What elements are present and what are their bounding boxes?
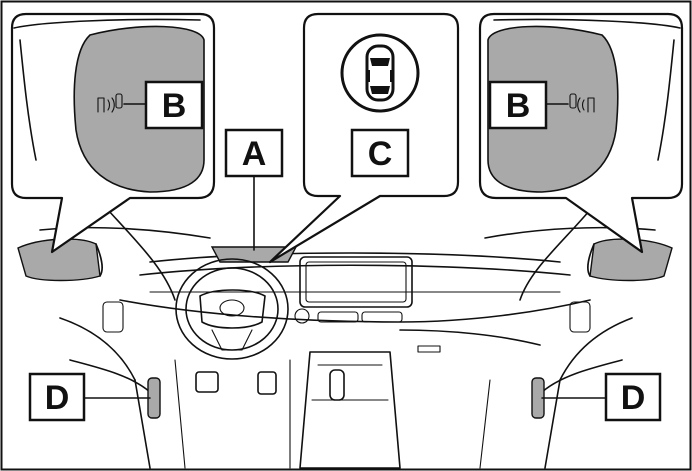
glovebox-line bbox=[399, 329, 541, 346]
label-a: A bbox=[242, 135, 267, 173]
center-callout: C bbox=[268, 12, 460, 264]
left-door-panel bbox=[69, 359, 151, 393]
label-b-right-box bbox=[488, 80, 548, 130]
left-exterior-mirror bbox=[17, 238, 101, 282]
label-d-right-box bbox=[604, 372, 662, 422]
passenger-footwell-line bbox=[479, 379, 491, 469]
left-a-pillar bbox=[107, 209, 176, 301]
right-mirror-top-edge bbox=[493, 18, 681, 29]
right-mirror-glass bbox=[487, 25, 619, 193]
label-d-left-box bbox=[28, 372, 86, 422]
right-door-panel bbox=[541, 359, 623, 393]
right-exterior-mirror bbox=[589, 238, 673, 282]
left-door-edge bbox=[134, 379, 151, 469]
right-bsm-indicator-icon bbox=[569, 93, 595, 113]
dashboard-top bbox=[149, 252, 561, 263]
brake-pedal bbox=[195, 371, 219, 393]
car-top-view-icon bbox=[340, 33, 420, 113]
right-side-vent bbox=[569, 301, 591, 333]
left-bsm-indicator-icon bbox=[97, 93, 123, 113]
label-a-box bbox=[224, 128, 284, 178]
left-side-vent bbox=[102, 301, 124, 333]
center-vent-right bbox=[361, 311, 403, 323]
label-b-right: B bbox=[506, 87, 531, 125]
label-d-right: D bbox=[621, 379, 646, 417]
left-mirror-callout: B bbox=[10, 12, 216, 254]
left-mirror-top-edge bbox=[13, 18, 201, 29]
label-d-left: D bbox=[45, 379, 70, 417]
callout-d-right: D bbox=[541, 372, 662, 422]
volume-knob bbox=[294, 308, 310, 324]
steering-wheel-rim bbox=[175, 258, 289, 360]
left-mirror-side-edge bbox=[19, 39, 37, 161]
right-mirror-housing bbox=[587, 243, 595, 277]
left-door-line bbox=[59, 317, 136, 381]
footwell-left-line bbox=[174, 359, 186, 469]
steering-wheel-hub bbox=[199, 289, 266, 329]
right-a-pillar bbox=[519, 209, 591, 301]
center-console bbox=[299, 351, 401, 469]
callout-a: A bbox=[224, 128, 284, 251]
label-c: C bbox=[368, 135, 393, 173]
callout-d-left: D bbox=[28, 372, 151, 422]
center-vent-left bbox=[317, 311, 359, 323]
left-mirror-housing bbox=[95, 243, 103, 277]
label-c-box bbox=[350, 128, 410, 178]
steering-emblem bbox=[219, 299, 245, 317]
label-b-left: B bbox=[162, 87, 187, 125]
glovebox-handle bbox=[417, 345, 441, 353]
right-mirror-callout: B bbox=[478, 12, 684, 254]
right-door-edge bbox=[544, 379, 561, 469]
center-display-screen bbox=[305, 261, 407, 303]
center-display bbox=[299, 256, 413, 308]
accelerator-pedal bbox=[257, 371, 277, 395]
left-mirror-glass bbox=[73, 25, 205, 193]
steering-lower-spoke bbox=[211, 329, 253, 351]
right-door-line bbox=[559, 317, 633, 381]
right-mirror-side-edge bbox=[657, 39, 675, 161]
dashboard-edge bbox=[139, 264, 571, 276]
label-b-left-box bbox=[144, 80, 204, 130]
